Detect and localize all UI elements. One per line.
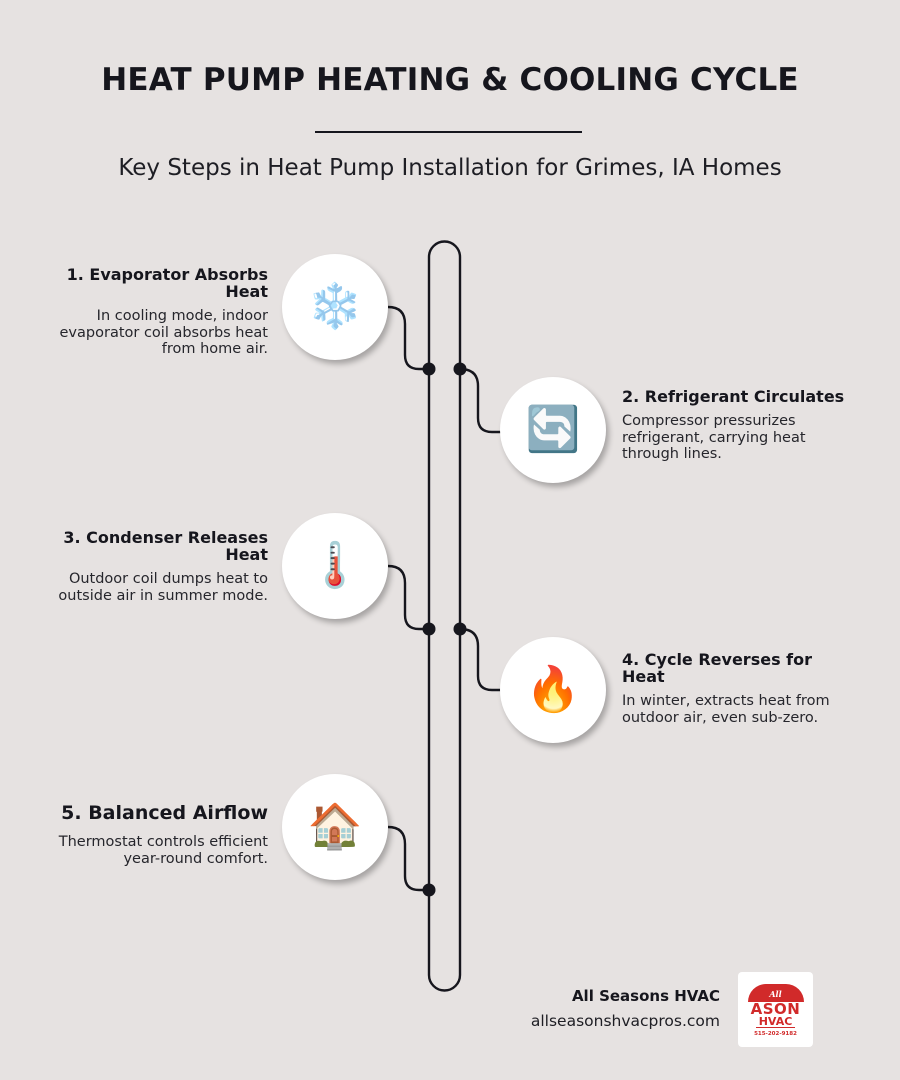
step-title: 3. Condenser Releases Heat [63,528,268,564]
page-subtitle: Key Steps in Heat Pump Installation for … [118,155,782,181]
logo-main-text: ASON [750,1000,801,1018]
step-description: Thermostat controls efficient year-round… [58,834,268,867]
step-4-icon-circle: 🔥 [500,637,606,743]
step-2-icon-circle: 🔄 [500,377,606,483]
step-3: 3. Condenser Releases Heat Outdoor coil … [38,529,268,604]
rail-node-2 [453,362,467,376]
house-icon: 🏠 [307,801,363,852]
company-url[interactable]: allseasonshvacpros.com [530,1012,720,1030]
step-2: 2. Refrigerant Circulates Compressor pre… [622,388,852,463]
rail-node-1 [422,362,436,376]
connector-step-1 [387,305,429,371]
step-1-icon-circle: ❄️ [282,254,388,360]
step-3-icon-circle: 🌡️ [282,513,388,619]
step-description: In cooling mode, indoor evaporator coil … [59,308,268,357]
connector-step-3 [387,564,429,631]
step-4: 4. Cycle Reverses for Heat In winter, ex… [622,651,852,726]
step-description: Compressor pressurizes refrigerant, carr… [622,413,806,462]
rail-node-3 [422,622,436,636]
timeline-rail [427,240,462,992]
rail-node-4 [453,622,467,636]
rail-node-5 [422,883,436,897]
snowflake-icon: ❄️ [307,281,363,332]
fire-icon: 🔥 [525,664,581,715]
company-logo: All ASON HVAC 515-202-9182 [738,972,813,1047]
step-title: 4. Cycle Reverses for Heat [622,650,812,686]
company-name: All Seasons HVAC [571,987,720,1005]
logo-sunburst-icon: All [747,984,804,1002]
title-divider [315,131,582,133]
step-title: 5. Balanced Airflow [61,802,268,824]
connector-step-5 [387,825,429,892]
step-5: 5. Balanced Airflow Thermostat controls … [38,803,268,867]
step-5-icon-circle: 🏠 [282,774,388,880]
step-description: In winter, extracts heat from outdoor ai… [622,693,830,726]
connector-step-4 [459,627,502,692]
page-title: HEAT PUMP HEATING & COOLING CYCLE [101,62,799,98]
step-title: 2. Refrigerant Circulates [622,387,845,406]
logo-phone: 515-202-9182 [754,1031,797,1037]
thermometer-icon: 🌡️ [307,540,363,591]
logo-sub-text: HVAC [755,1016,796,1028]
step-1: 1. Evaporator Absorbs Heat In cooling mo… [38,266,268,358]
step-title: 1. Evaporator Absorbs Heat [66,265,268,301]
cycle-arrows-icon: 🔄 [525,404,581,455]
step-description: Outdoor coil dumps heat to outside air i… [58,571,268,604]
connector-step-2 [459,367,502,434]
